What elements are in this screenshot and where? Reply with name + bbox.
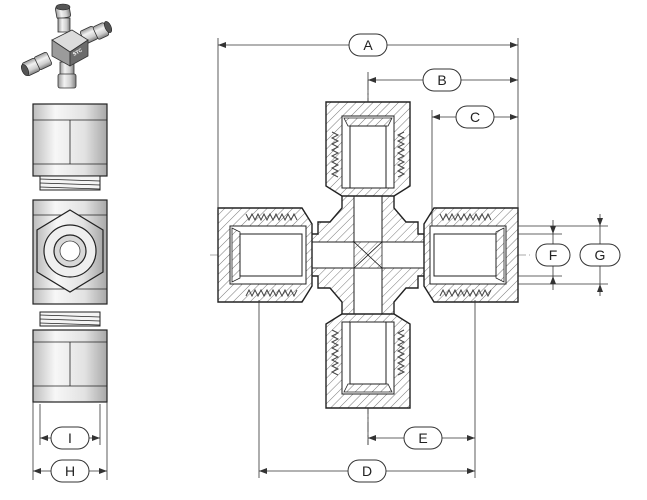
dimension-label-H: H	[50, 459, 90, 483]
svg-text:E: E	[418, 430, 427, 446]
svg-text:F: F	[549, 247, 558, 263]
iso-arm-left	[20, 51, 53, 77]
tube-top	[349, 125, 387, 189]
svg-text:B: B	[437, 72, 446, 88]
nut-left	[217, 207, 313, 303]
section-view	[210, 80, 530, 445]
dimension-label-E: E	[403, 426, 443, 450]
iso-body-right	[69, 39, 89, 67]
nut-top	[325, 101, 411, 197]
ferrule-bottom	[343, 383, 393, 393]
dimensions	[33, 38, 608, 478]
iso-marking: STC	[72, 47, 84, 57]
dimension-label-G: G	[579, 243, 621, 267]
iso-arm-top	[54, 3, 72, 33]
dimension-label-B: B	[422, 68, 462, 92]
ferrule-left	[231, 227, 241, 283]
ferrule-top	[343, 117, 393, 127]
dimension-label-A: A	[348, 33, 388, 57]
nut-bottom	[325, 313, 411, 409]
svg-text:I: I	[68, 430, 72, 446]
tube-bottom	[349, 321, 387, 385]
nut-right	[423, 207, 519, 303]
side-view	[32, 103, 108, 480]
svg-text:A: A	[363, 37, 373, 53]
tube-right	[433, 233, 497, 277]
tube-left	[239, 233, 303, 277]
side-top-thread	[39, 175, 101, 191]
svg-text:G: G	[595, 247, 606, 263]
ferrule-right	[495, 227, 505, 283]
svg-text:C: C	[470, 109, 480, 125]
dimension-label-F: F	[535, 243, 571, 267]
dimension-label-C: C	[455, 105, 495, 129]
iso-arm-bottom	[57, 61, 77, 89]
side-bottom-thread	[39, 311, 101, 327]
svg-text:H: H	[65, 463, 75, 479]
dimension-label-I: I	[50, 426, 90, 450]
dimension-label-D: D	[347, 459, 387, 483]
svg-text:D: D	[362, 463, 372, 479]
isometric-thumbnail: STC	[20, 3, 113, 89]
